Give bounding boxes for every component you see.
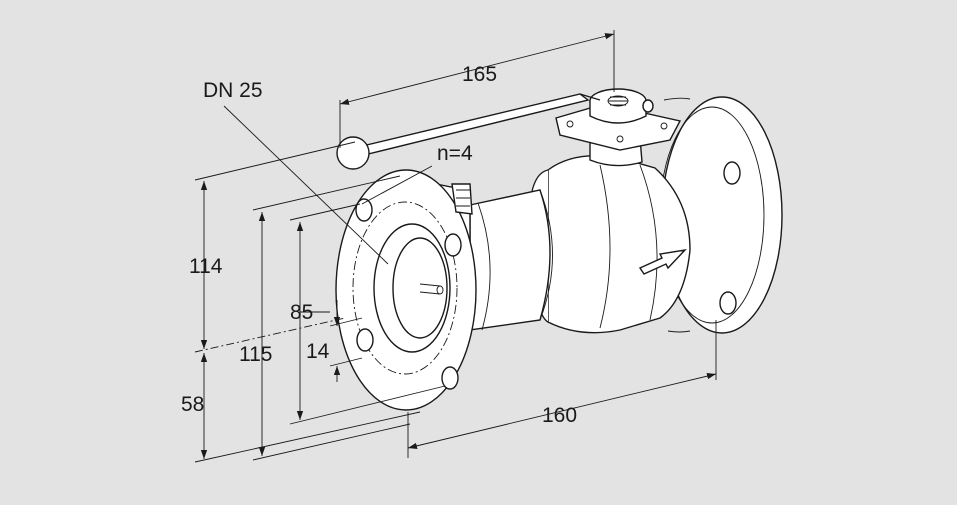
left-flange-bolt-hole	[356, 328, 374, 352]
ball-valve	[335, 88, 783, 411]
dim-115-label: 115	[239, 343, 272, 366]
flow-arrow-icon	[638, 248, 687, 275]
right-flange-bolt-hole	[719, 291, 737, 315]
bolt-count-label: n=4	[437, 142, 473, 165]
left-flange-bolt-hole	[444, 233, 462, 257]
dimension-lines	[194, 30, 717, 463]
valve-neck	[469, 189, 551, 331]
left-flange-bolt-hole	[355, 198, 373, 222]
n-leader-line	[361, 165, 433, 205]
dim-85-label: 85	[290, 301, 313, 324]
dim-58-label: 58	[181, 393, 204, 416]
bolt-circle	[352, 201, 458, 375]
lever-knob	[336, 136, 370, 170]
flange-bore	[392, 237, 448, 339]
dim-114-label: 114	[189, 255, 223, 278]
test-nipple	[451, 183, 473, 215]
dim-165-label: 165	[462, 63, 497, 86]
dn-label: DN 25	[203, 79, 263, 102]
dn-leader-line	[223, 105, 389, 265]
dim-160-label: 160	[542, 404, 577, 427]
valve-body	[547, 155, 691, 334]
dim-14-label: 14	[306, 340, 330, 363]
right-flange-bolt-hole	[723, 161, 741, 185]
